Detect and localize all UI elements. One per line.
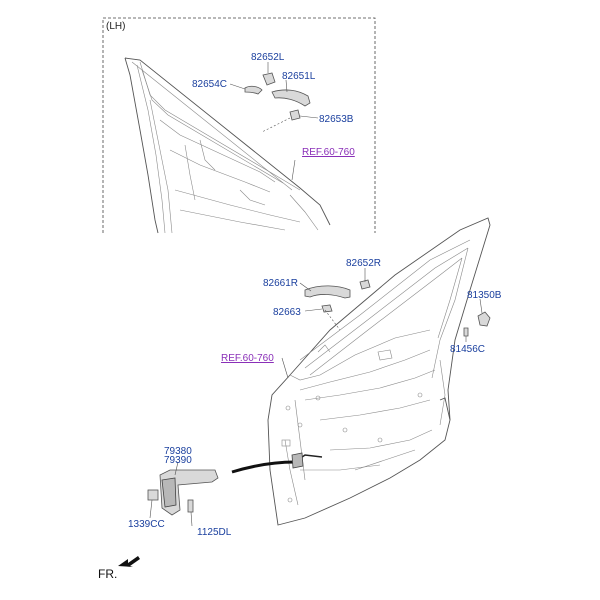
inset-border bbox=[102, 17, 376, 233]
label-82652L[interactable]: 82652L bbox=[251, 52, 285, 63]
label-1125DL[interactable]: 1125DL bbox=[197, 527, 232, 538]
inset-leaders bbox=[229, 62, 319, 181]
part-82654C-cap bbox=[244, 85, 263, 95]
label-82661R[interactable]: 82661R bbox=[263, 278, 298, 289]
fr-arrow-icon bbox=[118, 556, 140, 567]
lh-door-frame bbox=[124, 57, 331, 234]
part-82652R-cover bbox=[359, 279, 371, 290]
part-82651L-handle bbox=[271, 89, 311, 107]
part-82663-bracket bbox=[321, 304, 333, 313]
latch-cable bbox=[231, 460, 296, 474]
part-82652L-cover bbox=[262, 72, 276, 86]
label-81456C[interactable]: 81456C bbox=[450, 344, 485, 355]
main-ref-link[interactable]: REF.60-760 bbox=[221, 353, 274, 364]
part-82661R-handle bbox=[304, 285, 351, 299]
label-79390[interactable]: 79390 bbox=[164, 455, 192, 466]
lh-inset: (LH) bbox=[102, 17, 376, 234]
label-81350B[interactable]: 81350B bbox=[467, 290, 502, 301]
inset-lh-label: (LH) bbox=[106, 21, 125, 32]
rh-door-body bbox=[267, 217, 491, 526]
part-door-checker bbox=[147, 469, 219, 516]
part-81350B-striker bbox=[477, 311, 491, 327]
fr-label: FR. bbox=[98, 567, 117, 581]
part-81456C-bolt bbox=[463, 327, 469, 337]
label-79380[interactable]: 79380 bbox=[164, 446, 192, 457]
label-1339CC[interactable]: 1339CC bbox=[128, 519, 165, 530]
label-82653B[interactable]: 82653B bbox=[319, 114, 354, 125]
part-82653B-bracket bbox=[289, 109, 301, 121]
label-82654C[interactable]: 82654C bbox=[192, 79, 227, 90]
label-82663[interactable]: 82663 bbox=[273, 307, 301, 318]
inset-ref-link[interactable]: REF.60-760 bbox=[302, 147, 355, 158]
main-leaders bbox=[149, 268, 483, 527]
front-direction-indicator: FR. bbox=[98, 556, 140, 581]
label-82651L[interactable]: 82651L bbox=[282, 71, 316, 82]
label-82652R[interactable]: 82652R bbox=[346, 258, 381, 269]
